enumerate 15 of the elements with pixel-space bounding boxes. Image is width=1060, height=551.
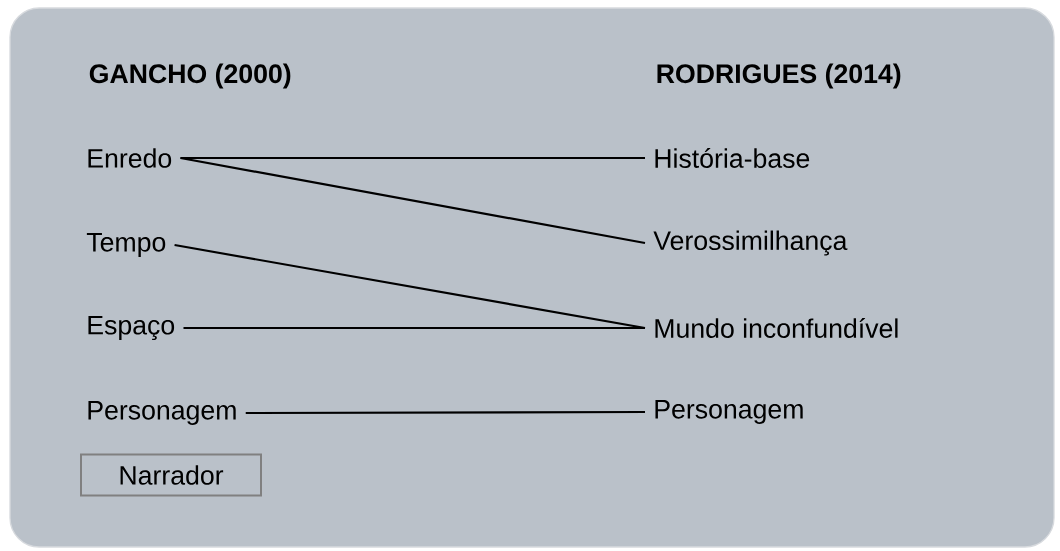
column-heading: GANCHO (2000)	[89, 63, 291, 89]
item-label: Personagem	[655, 400, 803, 424]
text-box: Narrador	[80, 453, 262, 497]
item-label: História-base	[655, 148, 810, 168]
item-label: Mundo inconfundível	[655, 318, 898, 338]
item-label: Espaço	[88, 316, 175, 340]
connector-line	[174, 243, 646, 330]
connector-line	[183, 326, 645, 330]
item-label: Personagem	[88, 401, 236, 425]
item-label: Verossimilhança	[653, 230, 848, 256]
connector-line	[180, 156, 646, 245]
item-label: Enredo	[88, 148, 172, 168]
item-label: Tempo	[86, 233, 166, 257]
connector-line	[245, 410, 645, 415]
column-heading: RODRIGUES (2014)	[657, 63, 901, 89]
